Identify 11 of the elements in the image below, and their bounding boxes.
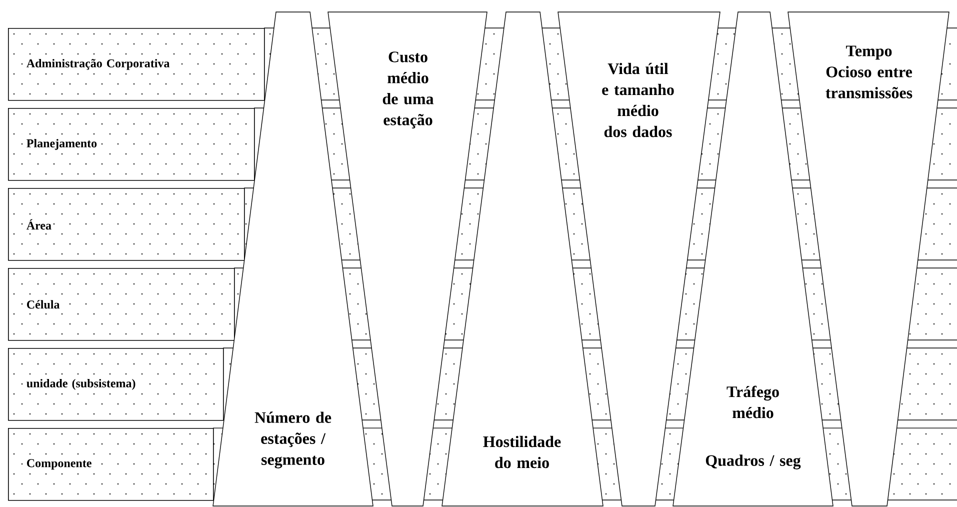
- node-label: Tráfego médio: [726, 386, 779, 418]
- dotted-band: Administração Corporativa: [8, 28, 265, 101]
- trapezoid: Número de estações / segmento: [212, 12, 374, 506]
- node-label: Custo médio de uma estação: [382, 52, 434, 128]
- dotted-band: Componente: [8, 428, 214, 501]
- dotted-band: Célula: [8, 268, 235, 341]
- dotted-band: unidade (subsistema): [8, 348, 224, 421]
- dotted-band: Área: [8, 188, 245, 261]
- trapezoid: Hostilidade do meio: [442, 12, 604, 506]
- dotted-band: Planejamento: [8, 108, 255, 181]
- node-label: Vida útil e tamanho médio dos dados: [602, 62, 674, 138]
